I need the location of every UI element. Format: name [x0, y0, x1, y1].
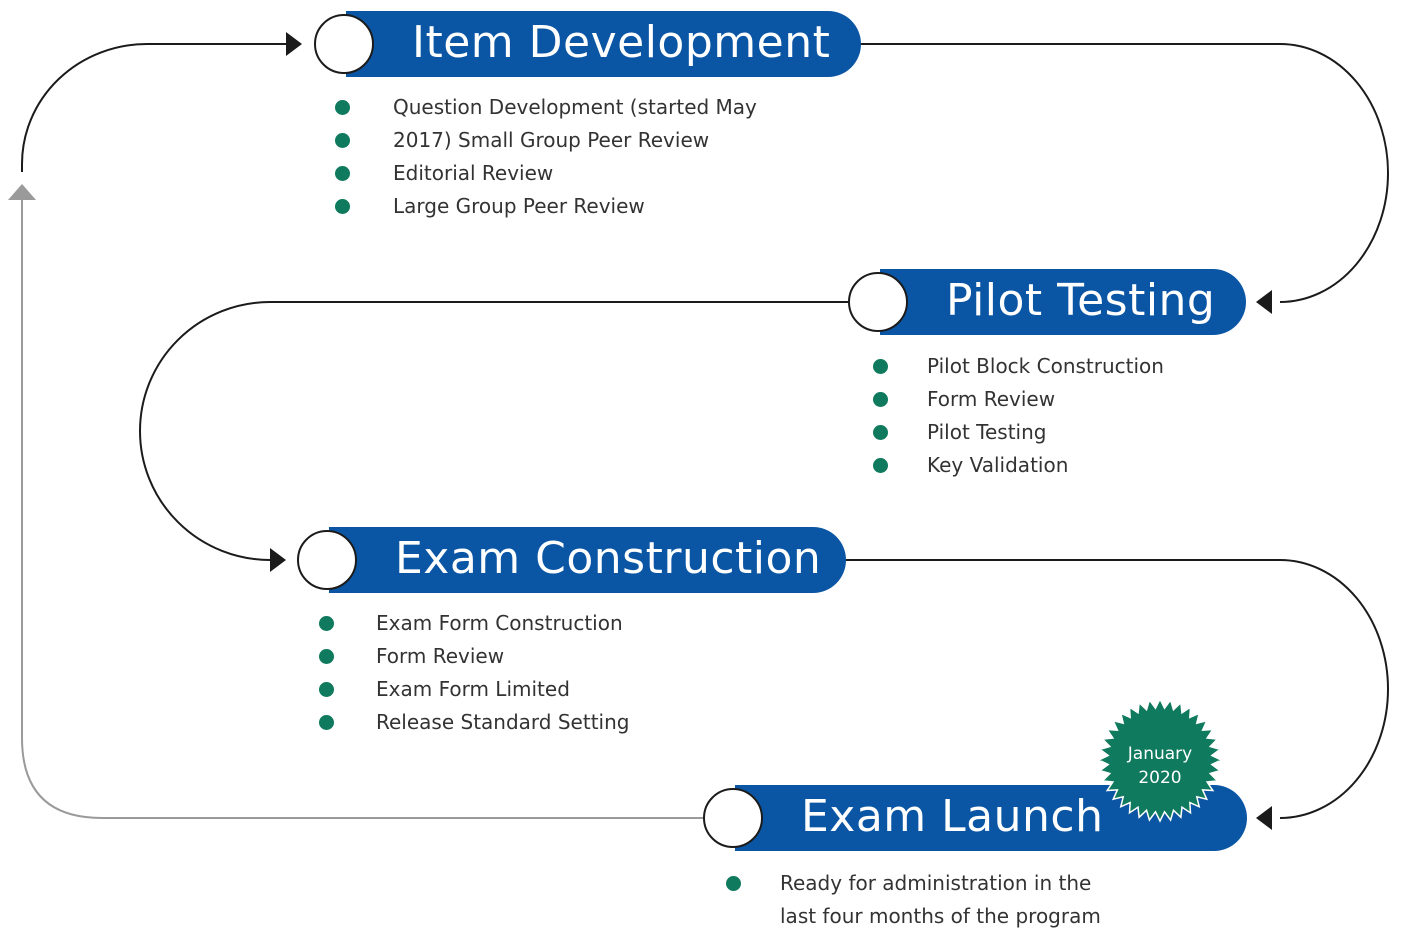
bullet-dot: [319, 682, 334, 697]
list-item: Release Standard Setting: [0, 706, 900, 739]
arrowhead-item: [286, 32, 302, 56]
bullet-dot: [335, 199, 350, 214]
list-item: 2017) Small Group Peer Review: [0, 124, 900, 157]
connector-pilot-to-construction: [139, 301, 852, 561]
list-item: Pilot Block Construction: [0, 350, 1300, 383]
badge-month: January: [1127, 744, 1193, 764]
badge-label: January 2020: [1097, 742, 1223, 790]
bullet-dot: [335, 166, 350, 181]
exam-construction-list: Exam Form Construction Form Review Exam …: [0, 607, 900, 739]
stage-item-development: Item Development: [346, 11, 861, 77]
pilot-testing-list: Pilot Block Construction Form Review Pil…: [0, 350, 1300, 482]
stage-circle: [848, 272, 908, 332]
bullet-dot: [873, 359, 888, 374]
return-line: [21, 200, 708, 819]
arrowhead-pilot: [1256, 290, 1272, 314]
bullet-dot: [319, 616, 334, 631]
stage-exam-construction: Exam Construction: [329, 527, 846, 593]
stage-title: Pilot Testing: [946, 274, 1216, 326]
list-item: Form Review: [0, 640, 900, 673]
exam-launch-list: Ready for administration in the last fou…: [0, 867, 1300, 933]
bullet-dot: [319, 649, 334, 664]
list-item: Editorial Review: [0, 157, 900, 190]
list-item: Pilot Testing: [0, 416, 1300, 449]
bullet-dot: [319, 715, 334, 730]
list-item: Exam Form Limited: [0, 673, 900, 706]
stage-circle: [314, 14, 374, 74]
bullet-dot: [873, 458, 888, 473]
list-item: last four months of the program: [780, 904, 1101, 928]
connector-construction-to-launch: [845, 559, 1389, 819]
bullet-dot: [335, 133, 350, 148]
list-item: Exam Form Construction: [0, 607, 900, 640]
bullet-dot: [726, 876, 741, 891]
list-item: Ready for administration in the: [0, 867, 1300, 900]
stage-title: Item Development: [412, 16, 831, 68]
bullet-dot: [873, 425, 888, 440]
badge-starburst: [1097, 697, 1223, 823]
list-item: Large Group Peer Review: [0, 190, 900, 223]
list-item: Form Review: [0, 383, 1300, 416]
return-arrowhead: [8, 184, 36, 200]
list-item: Key Validation: [0, 449, 1300, 482]
date-badge: [1097, 697, 1223, 823]
bullet-dot: [873, 392, 888, 407]
arrowhead-launch: [1256, 806, 1272, 830]
stage-pilot-testing: Pilot Testing: [880, 269, 1246, 335]
arrowhead-construction: [270, 548, 286, 572]
connector-start-to-item: [21, 43, 286, 172]
list-item: Question Development (started May: [0, 91, 900, 124]
connector-item-to-pilot: [860, 43, 1389, 303]
bullet-dot: [335, 100, 350, 115]
item-development-list: Question Development (started May 2017) …: [0, 91, 900, 223]
stage-circle: [703, 788, 763, 848]
stage-title: Exam Construction: [395, 532, 822, 584]
stage-title: Exam Launch: [801, 790, 1104, 842]
badge-year: 2020: [1138, 768, 1182, 788]
stage-circle: [297, 530, 357, 590]
